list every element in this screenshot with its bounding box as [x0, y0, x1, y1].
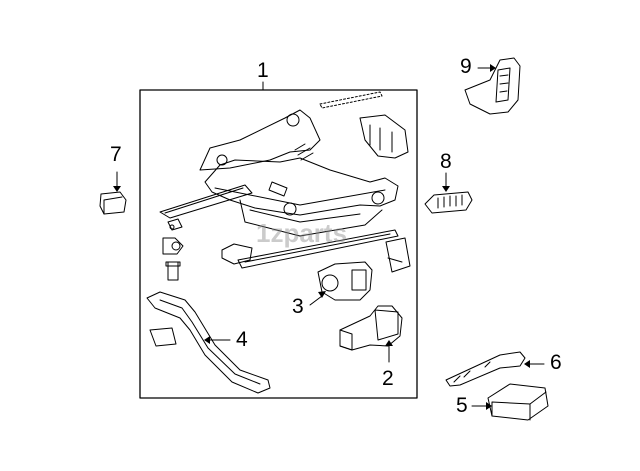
arrowhead-3 — [318, 291, 326, 298]
bracket-part-6 — [445, 351, 545, 387]
side-bracket — [385, 237, 411, 273]
hardware-bolts — [162, 218, 253, 281]
leader-line-3 — [309, 295, 323, 306]
callout-5: 5 — [456, 394, 468, 417]
callout-2: 2 — [382, 367, 394, 390]
callout-7: 7 — [110, 143, 122, 166]
watermark-logo: 1zparts — [256, 218, 348, 248]
callout-8: 8 — [440, 150, 452, 173]
arrowhead-7 — [113, 186, 121, 192]
arrowhead-6 — [524, 360, 530, 368]
assembly-frame-box — [139, 89, 418, 399]
cap-part-7 — [99, 171, 127, 215]
seat-track-frame — [159, 91, 409, 269]
callout-9: 9 — [460, 55, 472, 78]
callout-1: 1 — [257, 59, 269, 82]
arrowhead-2 — [385, 340, 393, 346]
switch-part-8 — [424, 172, 473, 214]
arrowhead-5 — [486, 402, 492, 410]
callout-6: 6 — [550, 351, 562, 374]
callout-3: 3 — [292, 295, 304, 318]
motor-part-2 — [339, 305, 403, 363]
module-part-5 — [471, 383, 549, 421]
switch-cover-part-9 — [464, 57, 521, 115]
motor-part-3 — [309, 261, 373, 306]
callout-4: 4 — [236, 328, 248, 351]
arrowhead-9 — [490, 64, 496, 72]
arrowhead-4 — [204, 336, 210, 344]
arrowhead-8 — [442, 186, 450, 192]
rail-part-4 — [146, 291, 271, 394]
